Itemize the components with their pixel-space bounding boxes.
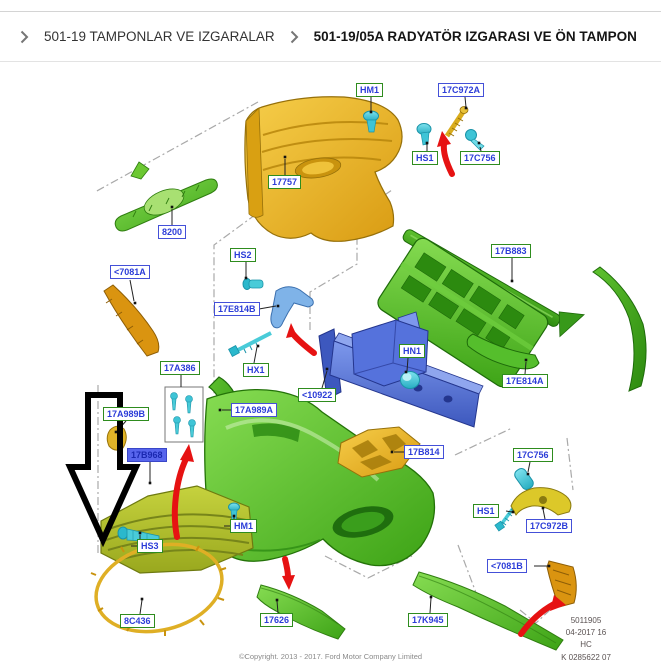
- part-bumper-cover[interactable]: [204, 389, 436, 567]
- part-label-hn1-13[interactable]: HN1: [399, 344, 426, 359]
- chevron-right-icon: [20, 30, 29, 44]
- part-label-8200-5[interactable]: 8200: [158, 225, 187, 240]
- part-hs2[interactable]: [242, 278, 264, 290]
- part-17757[interactable]: [244, 96, 403, 242]
- copyright-text: ©Copyright. 2013 - 2017. Ford Motor Comp…: [238, 652, 423, 661]
- part-hm1-bottom[interactable]: [228, 502, 240, 522]
- part-label-17a386-11[interactable]: 17A386: [160, 361, 200, 376]
- part-17b814[interactable]: [337, 426, 421, 478]
- part-label-10922-12[interactable]: <10922: [298, 388, 337, 403]
- part-8200[interactable]: [114, 178, 218, 232]
- part-label-17c756-19[interactable]: 17C756: [513, 448, 553, 463]
- part-label-hs2-7[interactable]: HS2: [230, 248, 256, 263]
- part-label-7081a-6[interactable]: <7081A: [110, 265, 150, 280]
- part-17e814b[interactable]: [270, 286, 314, 329]
- part-label-17b814-18[interactable]: 17B814: [404, 445, 444, 460]
- part-label-hx1-10[interactable]: HX1: [243, 363, 269, 378]
- part-17a989b-clip[interactable]: [106, 425, 127, 451]
- part-label-hm1-0[interactable]: HM1: [356, 83, 384, 98]
- part-clip-small[interactable]: [130, 161, 150, 180]
- part-17a386-kit[interactable]: [164, 386, 204, 443]
- drawing-number-line: 5011905: [570, 616, 602, 625]
- part-hs1-top[interactable]: [416, 123, 432, 146]
- part-17c756-bottom[interactable]: [513, 467, 535, 492]
- breadcrumb-item-current[interactable]: 501-19/05A RADYATÖR IZGARASI VE ÖN TAMPO…: [313, 29, 637, 44]
- drawing-number-line: K 0285622 07: [561, 652, 611, 662]
- drawing-number-block: 5011905 04-2017 16 HC K 0285622 07: [540, 615, 632, 664]
- part-17c756-top[interactable]: [465, 129, 485, 151]
- part-17626[interactable]: [256, 584, 346, 640]
- part-17c972a-stud[interactable]: [444, 106, 469, 138]
- part-label-17c756-3[interactable]: 17C756: [460, 151, 500, 166]
- leader-dots: [114, 106, 551, 602]
- part-label-17c972a-1[interactable]: 17C972A: [438, 83, 485, 98]
- part-17c972b-bracket[interactable]: [510, 487, 572, 516]
- part-label-17a989a-16[interactable]: 17A989A: [231, 403, 278, 418]
- part-hx1[interactable]: [228, 331, 272, 357]
- part-cowl-end[interactable]: [592, 266, 647, 392]
- exploded-diagram-svg: [65, 96, 647, 651]
- part-7081a[interactable]: [103, 284, 160, 357]
- part-label-8c436-25[interactable]: 8C436: [120, 614, 155, 629]
- part-label-hm1-22[interactable]: HM1: [230, 519, 258, 534]
- part-label-17b883-9[interactable]: 17B883: [491, 244, 531, 259]
- drawing-number-line: HC: [580, 640, 592, 650]
- leader-lines: [116, 96, 548, 615]
- breadcrumb-item-section[interactable]: 501-19 TAMPONLAR VE IZGARALAR: [44, 29, 275, 44]
- chevron-right-icon: [290, 30, 299, 44]
- part-7081b[interactable]: [546, 560, 577, 608]
- part-label-17e814b-8[interactable]: 17E814B: [214, 302, 260, 317]
- part-label-hs1-20[interactable]: HS1: [473, 504, 499, 519]
- drawing-number-line: 04-2017 16: [565, 628, 607, 638]
- part-label-hs3-23[interactable]: HS3: [137, 539, 163, 554]
- part-17e814a[interactable]: [466, 333, 540, 370]
- part-hn1[interactable]: [400, 371, 420, 389]
- part-label-7081b-24[interactable]: <7081B: [487, 559, 527, 574]
- part-label-17e814a-14[interactable]: 17E814A: [502, 374, 548, 389]
- part-label-17k945-27[interactable]: 17K945: [408, 613, 448, 628]
- part-label-17626-26[interactable]: 17626: [260, 613, 294, 628]
- part-label-17a989b-15[interactable]: 17A989B: [103, 407, 150, 422]
- part-label-17757-4[interactable]: 17757: [268, 175, 302, 190]
- breadcrumb: 501-19 TAMPONLAR VE IZGARALAR 501-19/05A…: [0, 12, 661, 62]
- top-strip: [0, 0, 661, 12]
- part-label-17b968-17[interactable]: 17B968: [127, 448, 167, 463]
- part-label-17c972b-21[interactable]: 17C972B: [526, 519, 573, 534]
- part-label-hs1-2[interactable]: HS1: [412, 151, 438, 166]
- diagram-area: HM1 17C972A HS1 17C756 17757 8200 <7081A HS2 17E…: [0, 62, 661, 667]
- red-arrows: [171, 131, 566, 637]
